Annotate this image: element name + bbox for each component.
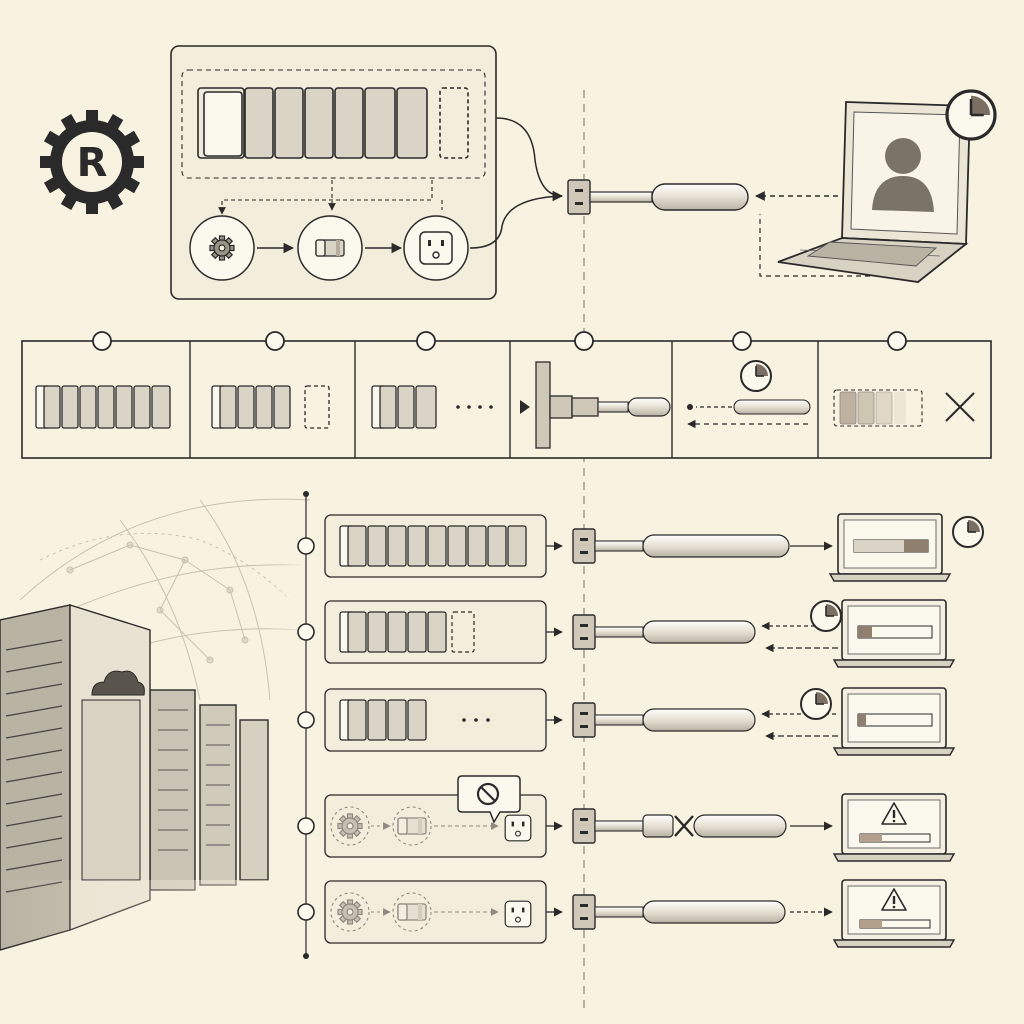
server-rack-icon bbox=[0, 604, 269, 951]
buffer-chunk bbox=[487, 525, 507, 567]
timeline-stage-draining-buffer bbox=[371, 385, 437, 429]
timeline-strip bbox=[21, 331, 992, 459]
buffer-chunk bbox=[387, 699, 407, 741]
plug-connector-icon bbox=[567, 179, 591, 215]
buffer-chunk bbox=[367, 525, 387, 567]
plug-connector-icon bbox=[572, 894, 596, 930]
buffer-chunk bbox=[367, 699, 387, 741]
clock-icon bbox=[800, 688, 832, 720]
clock-icon bbox=[740, 360, 772, 392]
buffer-chunk bbox=[367, 611, 387, 653]
scenario-row-ok bbox=[324, 513, 984, 582]
progress-fill bbox=[854, 540, 906, 552]
timeline-stage-full-buffer bbox=[35, 385, 171, 429]
byte-chunk-icon bbox=[397, 903, 427, 921]
buffer-chunk bbox=[347, 699, 367, 741]
buffer-chunk bbox=[427, 611, 447, 653]
buffer-chunk bbox=[407, 611, 427, 653]
buffer-chunk bbox=[347, 525, 367, 567]
plug-connector-icon bbox=[572, 528, 596, 564]
buffer-chunk bbox=[467, 525, 487, 567]
clock-icon bbox=[952, 516, 984, 548]
buffer-chunk bbox=[347, 611, 367, 653]
progress-fill bbox=[858, 714, 866, 726]
clock-icon bbox=[810, 600, 842, 632]
scenario-row-dropped bbox=[324, 879, 955, 948]
timeline-stage-partial-buffer bbox=[211, 385, 330, 429]
plug-connector-icon bbox=[572, 808, 596, 844]
logo-letter: R bbox=[77, 140, 108, 186]
cloud-icon bbox=[91, 670, 145, 696]
socket-face-icon bbox=[504, 814, 532, 842]
timeline-stage-timeout bbox=[687, 360, 811, 429]
buffer-chunk bbox=[407, 699, 427, 741]
gear-icon bbox=[209, 235, 235, 261]
timeline-stage-buffer-discarded bbox=[833, 389, 975, 427]
rust-gear-logo: R bbox=[40, 110, 144, 214]
no-entry-icon bbox=[457, 775, 521, 824]
laptop-icon bbox=[777, 101, 971, 283]
byte-chunk-icon bbox=[397, 817, 427, 835]
gear-icon bbox=[337, 813, 363, 839]
buffer-chunk bbox=[427, 525, 447, 567]
scenario-row-waiting bbox=[324, 599, 955, 668]
buffer-chunk bbox=[407, 525, 427, 567]
gear-icon bbox=[337, 899, 363, 925]
scenario-row-waiting bbox=[324, 687, 955, 756]
buffer-chunk bbox=[387, 611, 407, 653]
timeline-stage-plug-connected bbox=[520, 361, 671, 449]
byte-chunk-icon bbox=[315, 239, 345, 257]
empty-chunk-slot bbox=[451, 611, 475, 653]
scenario-row-blocked bbox=[324, 793, 955, 862]
socket-face-icon bbox=[419, 231, 453, 265]
buffer-chunk bbox=[447, 525, 467, 567]
user-avatar-icon bbox=[872, 138, 934, 212]
scenario-rows bbox=[324, 513, 984, 948]
socket-face-icon bbox=[504, 900, 532, 928]
scenario-timeline bbox=[297, 491, 315, 959]
buffer-chunk bbox=[507, 525, 527, 567]
plug-connector-icon bbox=[572, 702, 596, 738]
clock-icon bbox=[945, 89, 997, 141]
top-pipeline-panel bbox=[170, 45, 564, 300]
cross-icon bbox=[945, 392, 975, 422]
top-connection bbox=[567, 179, 870, 277]
buffer-chunks bbox=[197, 87, 469, 159]
buffer-chunk bbox=[387, 525, 407, 567]
progress-fill bbox=[858, 626, 872, 638]
plug-connector-icon bbox=[572, 614, 596, 650]
